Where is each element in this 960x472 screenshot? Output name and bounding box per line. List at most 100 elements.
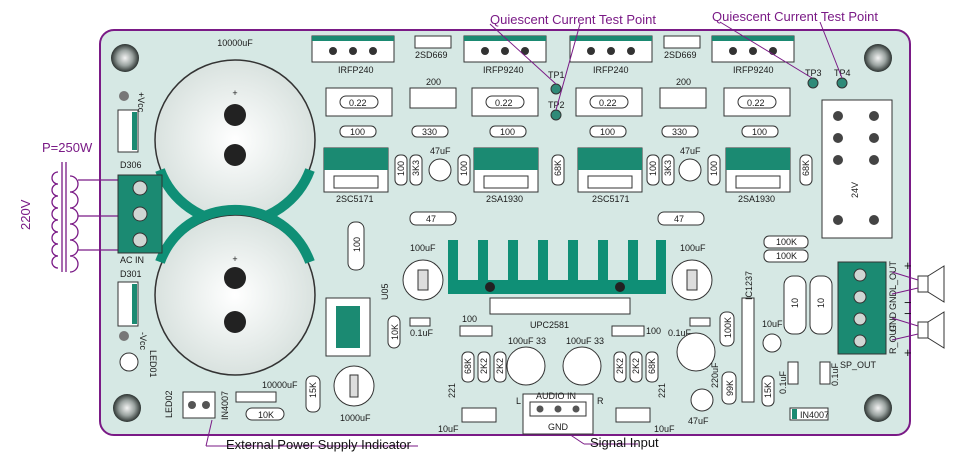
cap-main-label: 10000uF (217, 38, 253, 48)
resistor-3k3-1 (409, 154, 423, 186)
capacitor-100uf-4 (562, 346, 602, 386)
diode-in4007-left (235, 391, 277, 403)
resistor-99k (721, 371, 737, 405)
test-point-tp2 (550, 109, 562, 121)
heatsink-2sc5171-2 (577, 147, 643, 193)
resistor-022-2 (471, 87, 539, 117)
filter-capacitor-top: + (154, 59, 316, 228)
transistor-2sd669-2 (663, 35, 701, 49)
r47-2-label: 47 (674, 214, 684, 224)
r221-1-label: 221 (447, 383, 457, 398)
quiescent-annotation-left: Quiescent Current Test Point (490, 12, 656, 27)
capacitor-10uf-3 (762, 333, 782, 353)
r15k-right-label: 15K (763, 382, 773, 398)
resistor-022-4 (723, 87, 791, 117)
speaker-plus-1: + (904, 258, 912, 273)
resistor-15k-left (305, 375, 321, 413)
relay-24v-label: 24V (850, 182, 860, 198)
pad-icon (119, 331, 129, 341)
mounting-hole-icon (864, 394, 892, 422)
resistor-15k-right (761, 375, 775, 407)
test-point-tp1 (550, 83, 562, 95)
irfp240-2-label: IRFP240 (593, 65, 629, 75)
audio-r-label: R (597, 396, 604, 406)
l-gnd-label: GND (888, 290, 898, 311)
u05-label: U05 (380, 283, 390, 300)
r100-4-label: 100 (752, 127, 767, 137)
resistor-2k2-1 (477, 351, 491, 383)
vcc-plus-label: +Vcc (136, 92, 146, 113)
test-point-tp4 (836, 77, 848, 89)
resistor-100-v3 (646, 154, 660, 186)
ic1237-label: IC1237 (744, 271, 754, 300)
heatsink-2sc5171-1 (323, 147, 389, 193)
2sd669-1-label: 2SD669 (415, 50, 448, 60)
r221-2-label: 221 (657, 383, 667, 398)
r10-1-label: 10 (790, 298, 800, 308)
ext-power-annotation: External Power Supply Indicator (226, 437, 412, 452)
upc2581-chip (489, 297, 631, 315)
resistor-100-big (347, 221, 365, 271)
capacitor-01uf-2 (689, 317, 711, 327)
capacitor-10uf-1 (461, 407, 497, 423)
sp-out-label: SP_OUT (840, 360, 877, 370)
r2k2-2-label: 2K2 (495, 358, 505, 374)
resistor-68k-1 (551, 154, 565, 186)
transformer-voltage-label: 220V (18, 199, 33, 230)
resistor-2k2-3 (613, 351, 627, 383)
c100uf-4-label: 100uF (566, 336, 592, 346)
resistor-100-v1 (394, 154, 408, 186)
mounting-hole-icon (111, 44, 139, 72)
trimmer-200-1 (409, 87, 457, 109)
capacitor-220uf (676, 332, 716, 372)
r100-v2-label: 100 (459, 161, 469, 176)
test-point-tp3 (807, 77, 819, 89)
d306-label: D306 (120, 160, 142, 170)
resistor-100k-2 (763, 249, 809, 263)
2sc5171-2-label: 2SC5171 (592, 194, 630, 204)
r100-2-label: 100 (500, 127, 515, 137)
tp4-label: TP4 (834, 68, 851, 78)
c47uf-2-label: 47uF (680, 146, 701, 156)
r100-3-label: 100 (600, 127, 615, 137)
r2k2-3-label: 2K2 (615, 358, 625, 374)
resistor-3k3-2 (661, 154, 675, 186)
heatsink-2sa1930-1 (473, 147, 539, 193)
led01-label: LED01 (148, 350, 158, 378)
transistor-2sd669-1 (414, 35, 452, 49)
2sa1930-2-label: 2SA1930 (738, 194, 775, 204)
tp3-label: TP3 (805, 68, 822, 78)
audio-in-connector[interactable] (522, 393, 594, 435)
resistor-100-4 (741, 125, 779, 138)
u05-regulator-heatsink (325, 297, 371, 357)
resistor-100-v2 (457, 154, 471, 186)
resistor-68k-3 (461, 351, 475, 383)
vcc-minus-label: -Vcc (138, 332, 148, 351)
c100uf-3-label: 100uF (508, 336, 534, 346)
cap-1000uf-label: 1000uF (340, 413, 371, 423)
capacitor-01uf-3 (787, 361, 799, 385)
r100-v1-label: 100 (396, 161, 406, 176)
resistor-47-2 (657, 211, 705, 226)
filter-capacitor-bottom: + (154, 204, 316, 376)
resistor-2k2-2 (493, 351, 507, 383)
resistor-100-low-1 (459, 325, 493, 337)
speaker-plus-2: + (904, 345, 912, 360)
transistor-irfp9240-1 (463, 35, 547, 63)
r100-1-label: 100 (350, 127, 365, 137)
r15k-left-label: 15K (308, 382, 318, 398)
r022-1-label: 0.22 (349, 98, 367, 108)
r68k-1-label: 68K (553, 160, 563, 176)
resistor-10k-u05 (387, 315, 401, 349)
capacitor-01uf-4 (819, 361, 831, 385)
transistor-irfp9240-2 (711, 35, 795, 63)
resistor-100-2 (489, 125, 527, 138)
transformer-power-label: P=250W (42, 140, 93, 155)
pad-icon (119, 91, 129, 101)
relay-24v (821, 99, 893, 239)
resistor-47-1 (409, 211, 457, 226)
upc2581-label: UPC2581 (530, 320, 569, 330)
c10uf-3-label: 10uF (762, 319, 783, 329)
transistor-irfp240-2 (569, 35, 653, 63)
